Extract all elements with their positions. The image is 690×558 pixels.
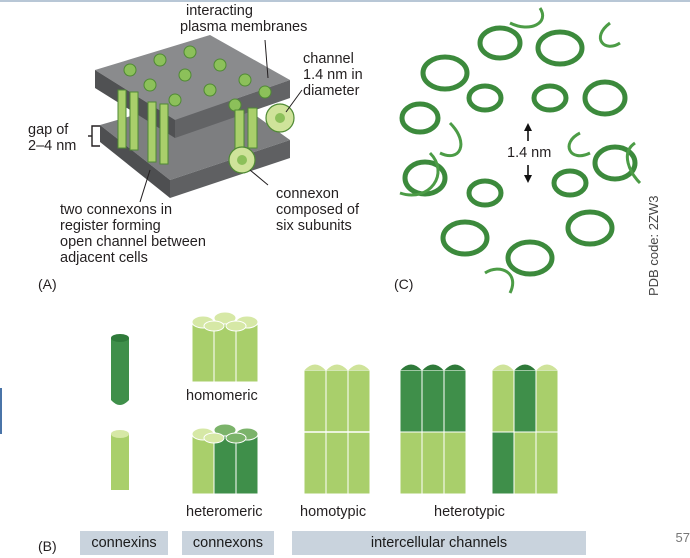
pore-diameter-label: 1.4 nm bbox=[506, 145, 553, 162]
label-homotypic: homotypic bbox=[300, 504, 367, 520]
label-connexon-2: composed of bbox=[276, 202, 360, 218]
label-connexon-3: six subunits bbox=[276, 218, 352, 234]
label-channel-2: 1.4 nm in bbox=[303, 67, 363, 83]
label-interacting-2: plasma membranes bbox=[180, 19, 308, 35]
heterotypic-channel-2 bbox=[491, 363, 559, 495]
panel-a-letter: (A) bbox=[38, 276, 57, 292]
gap-junction-membrane-illustration bbox=[95, 35, 303, 203]
homomeric-connexon bbox=[191, 311, 259, 383]
connexin-dark bbox=[111, 334, 129, 405]
label-two-connexons-4: adjacent cells bbox=[60, 250, 148, 266]
connexin-light bbox=[111, 430, 129, 490]
heteromeric-connexon bbox=[191, 423, 259, 495]
label-heterotypic: heterotypic bbox=[434, 504, 505, 520]
category-bar-connexons: connexons bbox=[182, 531, 274, 555]
label-two-connexons-2: register forming bbox=[60, 218, 161, 234]
category-bar-intercellular-channels: intercellular channels bbox=[292, 531, 586, 555]
heterotypic-channel-1 bbox=[399, 363, 467, 495]
gap-bracket bbox=[88, 125, 100, 147]
label-channel-3: diameter bbox=[303, 83, 360, 99]
page-number: 57 bbox=[675, 530, 690, 545]
label-heteromeric: heteromeric bbox=[186, 504, 263, 520]
top-rule bbox=[0, 0, 690, 2]
pdb-code-label: PDB code: 2ZW3 bbox=[646, 195, 661, 296]
category-bar-connexins: connexins bbox=[80, 531, 168, 555]
label-interacting-1: interacting bbox=[186, 3, 253, 19]
label-gap-1: gap of bbox=[28, 122, 69, 138]
label-homomeric: homomeric bbox=[186, 388, 258, 404]
homotypic-channel bbox=[303, 363, 371, 495]
label-two-connexons-3: open channel between bbox=[60, 234, 206, 250]
label-channel-1: channel bbox=[303, 51, 354, 67]
label-connexon-1: connexon bbox=[276, 186, 339, 202]
panel-c-letter: (C) bbox=[394, 276, 414, 292]
connexin-protein-structure bbox=[399, 7, 642, 294]
panel-b-letter: (B) bbox=[38, 538, 57, 554]
label-two-connexons-1: two connexons in bbox=[60, 202, 173, 218]
label-gap-2: 2–4 nm bbox=[28, 138, 77, 154]
side-accent bbox=[0, 388, 2, 434]
